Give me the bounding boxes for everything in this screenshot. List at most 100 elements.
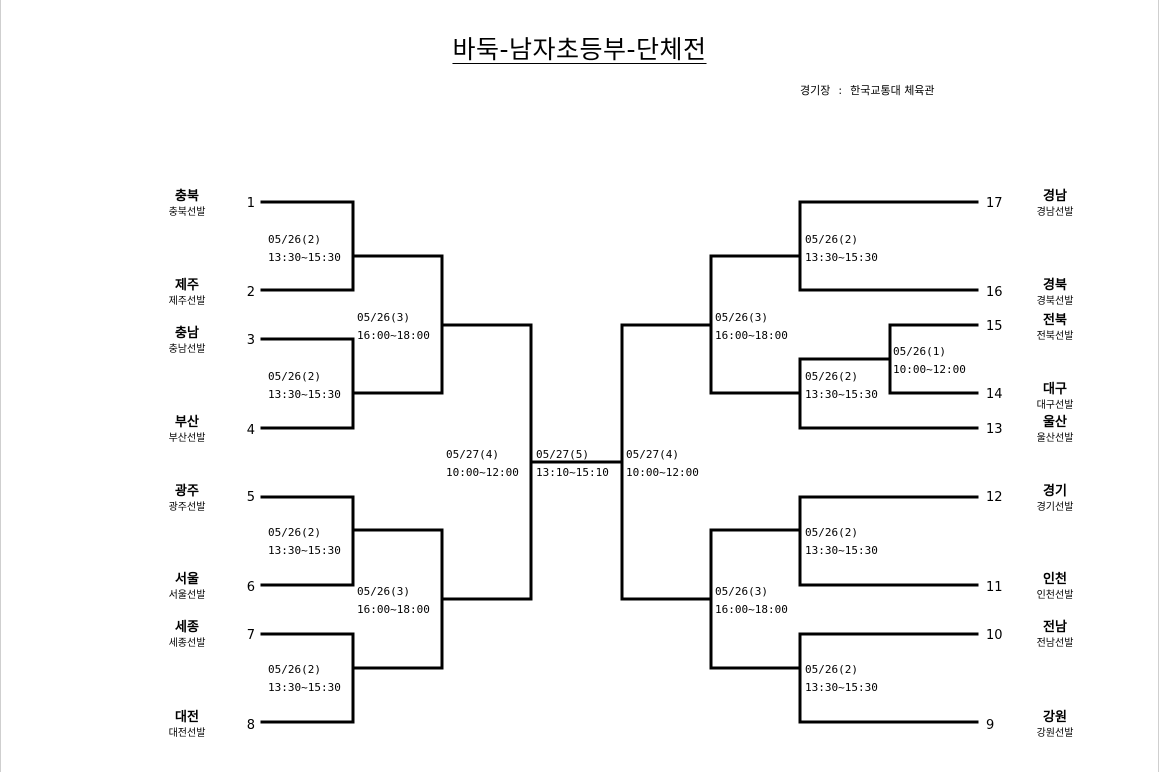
- match-label: 05/26(2) 13:30~15:30: [805, 368, 878, 404]
- team-name: 경북: [1043, 278, 1067, 293]
- team-subtitle: 서울선발: [168, 590, 206, 601]
- bracket-line: [798, 357, 979, 430]
- match-date: 05/27(5): [536, 448, 589, 461]
- match-label: 05/26(3) 16:00~18:00: [357, 583, 430, 619]
- team-subtitle: 충남선발: [168, 344, 206, 355]
- bracket-line: [260, 495, 355, 587]
- match-label-final: 05/27(5) 13:10~15:10: [536, 446, 609, 482]
- match-label: 05/26(3) 16:00~18:00: [715, 309, 788, 345]
- match-label: 05/26(2) 13:30~15:30: [805, 524, 878, 560]
- seed-number: 8: [246, 718, 255, 733]
- bracket-line: [260, 200, 355, 292]
- match-date: 05/26(2): [268, 233, 321, 246]
- match-time: 13:30~15:30: [805, 681, 878, 694]
- bracket-line: [798, 200, 979, 292]
- match-time: 10:00~12:00: [626, 466, 699, 479]
- team-name: 제주: [175, 278, 199, 293]
- match-time: 13:30~15:30: [268, 388, 341, 401]
- team-name: 부산: [175, 415, 199, 430]
- team-name: 광주: [175, 484, 199, 499]
- match-time: 13:30~15:30: [805, 388, 878, 401]
- team-subtitle: 경남선발: [1036, 207, 1074, 218]
- match-label: 05/26(3) 16:00~18:00: [357, 309, 430, 345]
- venue-label: 경기장: [800, 84, 831, 97]
- page-title: 바둑-남자초등부-단체전: [0, 30, 1159, 66]
- seed-number: 3: [246, 333, 255, 348]
- seed-number: 17: [986, 196, 1003, 211]
- match-label: 05/26(3) 16:00~18:00: [715, 583, 788, 619]
- team-subtitle: 광주선발: [168, 502, 206, 513]
- match-date: 05/26(2): [268, 663, 321, 676]
- team-subtitle: 대구선발: [1036, 400, 1074, 411]
- match-label: 05/26(2) 13:30~15:30: [268, 661, 341, 697]
- match-date: 05/26(2): [805, 370, 858, 383]
- match-date: 05/26(3): [357, 311, 410, 324]
- seed-number: 16: [986, 285, 1003, 300]
- match-time: 13:10~15:10: [536, 466, 609, 479]
- seed-number: 5: [246, 490, 255, 505]
- team-name: 전남: [1043, 620, 1067, 635]
- match-time: 13:30~15:30: [805, 251, 878, 264]
- match-label: 05/26(2) 13:30~15:30: [268, 231, 341, 267]
- team-subtitle: 대전선발: [168, 728, 206, 739]
- venue-value: 한국교통대 체육관: [850, 84, 935, 97]
- team-subtitle: 세종선발: [168, 638, 206, 649]
- match-date: 05/26(3): [715, 311, 768, 324]
- match-date: 05/27(4): [446, 448, 499, 461]
- team-subtitle: 전남선발: [1036, 638, 1074, 649]
- seed-number: 10: [986, 628, 1003, 643]
- team-name: 울산: [1043, 415, 1067, 430]
- bracket-line: [798, 495, 979, 587]
- match-label: 05/27(4) 10:00~12:00: [446, 446, 519, 482]
- team-name: 경기: [1043, 484, 1067, 499]
- match-time: 13:30~15:30: [805, 544, 878, 557]
- team-subtitle: 울산선발: [1036, 433, 1074, 444]
- match-label: 05/26(2) 13:30~15:30: [268, 368, 341, 404]
- bracket-line: [888, 323, 979, 395]
- match-date: 05/26(2): [805, 526, 858, 539]
- match-label: 05/26(1) 10:00~12:00: [893, 343, 966, 379]
- match-date: 05/26(3): [715, 585, 768, 598]
- venue-info: 경기장:한국교통대 체육관: [800, 82, 935, 98]
- match-time: 16:00~18:00: [357, 603, 430, 616]
- match-time: 10:00~12:00: [893, 363, 966, 376]
- match-label: 05/26(2) 13:30~15:30: [268, 524, 341, 560]
- team-subtitle: 부산선발: [168, 433, 206, 444]
- match-time: 16:00~18:00: [715, 603, 788, 616]
- team-subtitle: 전북선발: [1036, 331, 1074, 342]
- seed-number: 11: [986, 580, 1003, 595]
- seed-number: 9: [986, 718, 995, 733]
- match-label: 05/27(4) 10:00~12:00: [626, 446, 699, 482]
- team-name: 대구: [1043, 382, 1067, 397]
- bracket-line: [620, 323, 713, 601]
- bracket-line: [798, 632, 979, 724]
- team-subtitle: 강원선발: [1036, 728, 1074, 739]
- match-time: 13:30~15:30: [268, 681, 341, 694]
- seed-number: 4: [246, 423, 255, 438]
- seed-number: 15: [986, 319, 1003, 334]
- team-name: 대전: [175, 710, 199, 725]
- seed-number: 7: [246, 628, 255, 643]
- seed-number: 1: [246, 196, 255, 211]
- seed-number: 12: [986, 490, 1003, 505]
- team-subtitle: 충북선발: [168, 207, 206, 218]
- match-date: 05/26(3): [357, 585, 410, 598]
- title-text: 바둑-남자초등부-단체전: [452, 35, 707, 64]
- match-time: 13:30~15:30: [268, 544, 341, 557]
- seed-number: 14: [986, 387, 1003, 402]
- team-subtitle: 인천선발: [1036, 590, 1074, 601]
- team-name: 서울: [175, 572, 199, 587]
- match-label: 05/26(2) 13:30~15:30: [805, 231, 878, 267]
- team-name: 인천: [1043, 572, 1067, 587]
- bracket-line: [709, 254, 802, 395]
- match-date: 05/26(1): [893, 345, 946, 358]
- team-subtitle: 제주선발: [168, 296, 206, 307]
- match-time: 16:00~18:00: [357, 329, 430, 342]
- bracket-line: [709, 528, 802, 670]
- team-name: 경남: [1043, 189, 1067, 204]
- match-time: 13:30~15:30: [268, 251, 341, 264]
- team-name: 충남: [175, 326, 199, 341]
- match-date: 05/26(2): [268, 370, 321, 383]
- bracket-line: [260, 337, 355, 430]
